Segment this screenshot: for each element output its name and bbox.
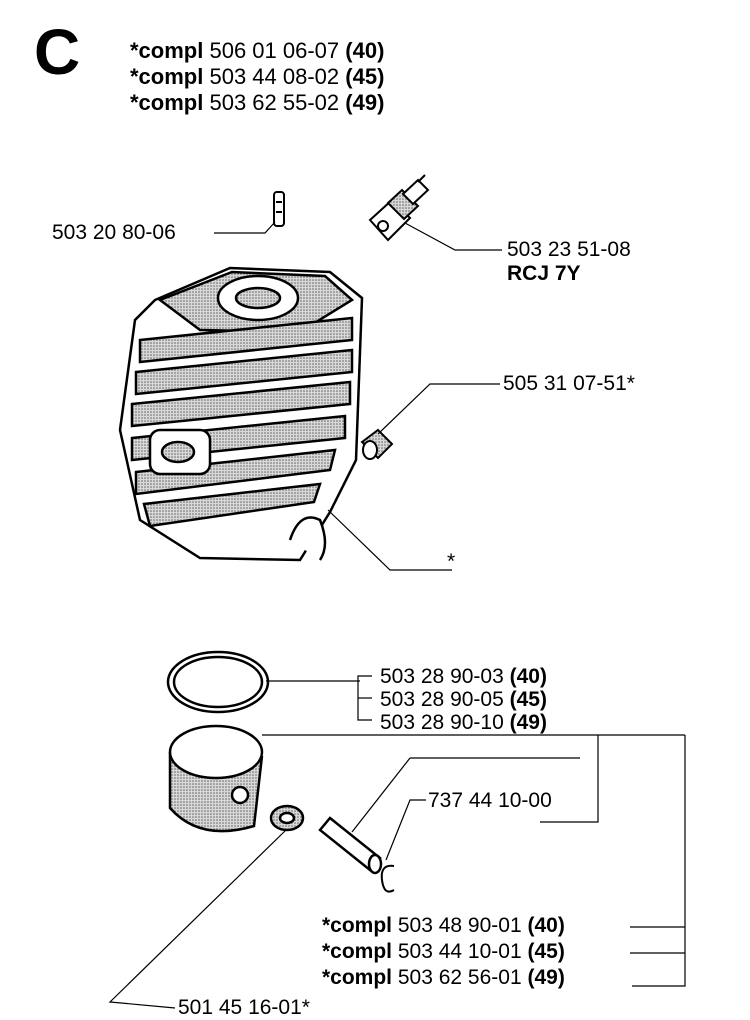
part-number: 503 28 90-05 bbox=[380, 688, 504, 711]
model-code: (45) bbox=[509, 688, 547, 711]
piston-pin-drawing bbox=[318, 816, 383, 875]
bearing-drawing bbox=[269, 804, 305, 832]
part-number: 503 28 90-03 bbox=[380, 665, 504, 688]
header-line-1: *compl 506 01 06-07 (40) bbox=[130, 38, 384, 64]
compl-prefix: *compl bbox=[322, 914, 393, 937]
piston-line-1: *compl 503 48 90-01 (40) bbox=[322, 914, 565, 938]
spark-plug-drawing bbox=[368, 174, 430, 242]
compl-prefix: *compl bbox=[130, 64, 204, 89]
compl-prefix: *compl bbox=[322, 966, 393, 989]
piston-drawing bbox=[168, 724, 264, 833]
section-letter: C bbox=[34, 16, 81, 88]
part-number: 503 44 10-01 bbox=[397, 940, 522, 963]
header-line-3: *compl 503 62 55-02 (49) bbox=[130, 90, 384, 116]
leader-circlip bbox=[385, 799, 426, 861]
part-number: 503 62 55-02 bbox=[209, 90, 340, 115]
label-circlip: 737 44 10-00 bbox=[428, 789, 552, 812]
ring-line-1: 503 28 90-03 (40) bbox=[380, 665, 547, 689]
part-number: 503 48 90-01 bbox=[397, 914, 522, 937]
model-code: (40) bbox=[345, 38, 385, 63]
part-number: 503 28 90-10 bbox=[380, 711, 504, 734]
bracket-piston bbox=[632, 735, 686, 987]
circlip-drawing bbox=[380, 864, 395, 893]
ring-line-2: 503 28 90-05 (45) bbox=[380, 688, 547, 712]
leader-bushing bbox=[377, 383, 500, 435]
model-code: (40) bbox=[527, 914, 565, 937]
part-number: 503 44 08-02 bbox=[209, 64, 340, 89]
model-code: (40) bbox=[509, 665, 547, 688]
header-line-2: *compl 503 44 08-02 (45) bbox=[130, 64, 384, 90]
model-code: (45) bbox=[527, 940, 565, 963]
label-spark-plug-type: RCJ 7Y bbox=[507, 262, 581, 285]
leader-cylinder bbox=[327, 509, 452, 571]
label-spark-plug: 503 23 51-08 bbox=[507, 238, 631, 261]
model-code: (45) bbox=[345, 64, 385, 89]
pin-drawing bbox=[273, 191, 285, 227]
bushing-drawing bbox=[360, 428, 394, 460]
part-number: 503 62 56-01 bbox=[397, 966, 522, 989]
label-bearing: 501 45 16-01* bbox=[178, 996, 310, 1019]
leader-pin bbox=[214, 221, 276, 234]
model-code: (49) bbox=[509, 711, 547, 734]
part-number: 506 01 06-07 bbox=[209, 38, 340, 63]
compl-prefix: *compl bbox=[130, 90, 204, 115]
compl-prefix: *compl bbox=[130, 38, 204, 63]
model-code: (49) bbox=[345, 90, 385, 115]
model-code: (49) bbox=[527, 966, 565, 989]
piston-line-2: *compl 503 44 10-01 (45) bbox=[322, 940, 565, 964]
piston-ring-drawing bbox=[166, 650, 270, 714]
cylinder-drawing bbox=[118, 266, 364, 562]
compl-prefix: *compl bbox=[322, 940, 393, 963]
label-cylinder: * bbox=[447, 550, 456, 573]
leader-bearing bbox=[108, 829, 287, 1009]
leader-spark-plug bbox=[404, 222, 502, 251]
label-pin: 503 20 80-06 bbox=[52, 221, 176, 244]
label-bushing: 505 31 07-51* bbox=[503, 372, 635, 395]
piston-line-3: *compl 503 62 56-01 (49) bbox=[322, 966, 565, 990]
bracket-ring-set bbox=[540, 735, 599, 823]
leader-piston-pin bbox=[351, 757, 411, 833]
ring-line-3: 503 28 90-10 (49) bbox=[380, 711, 547, 735]
